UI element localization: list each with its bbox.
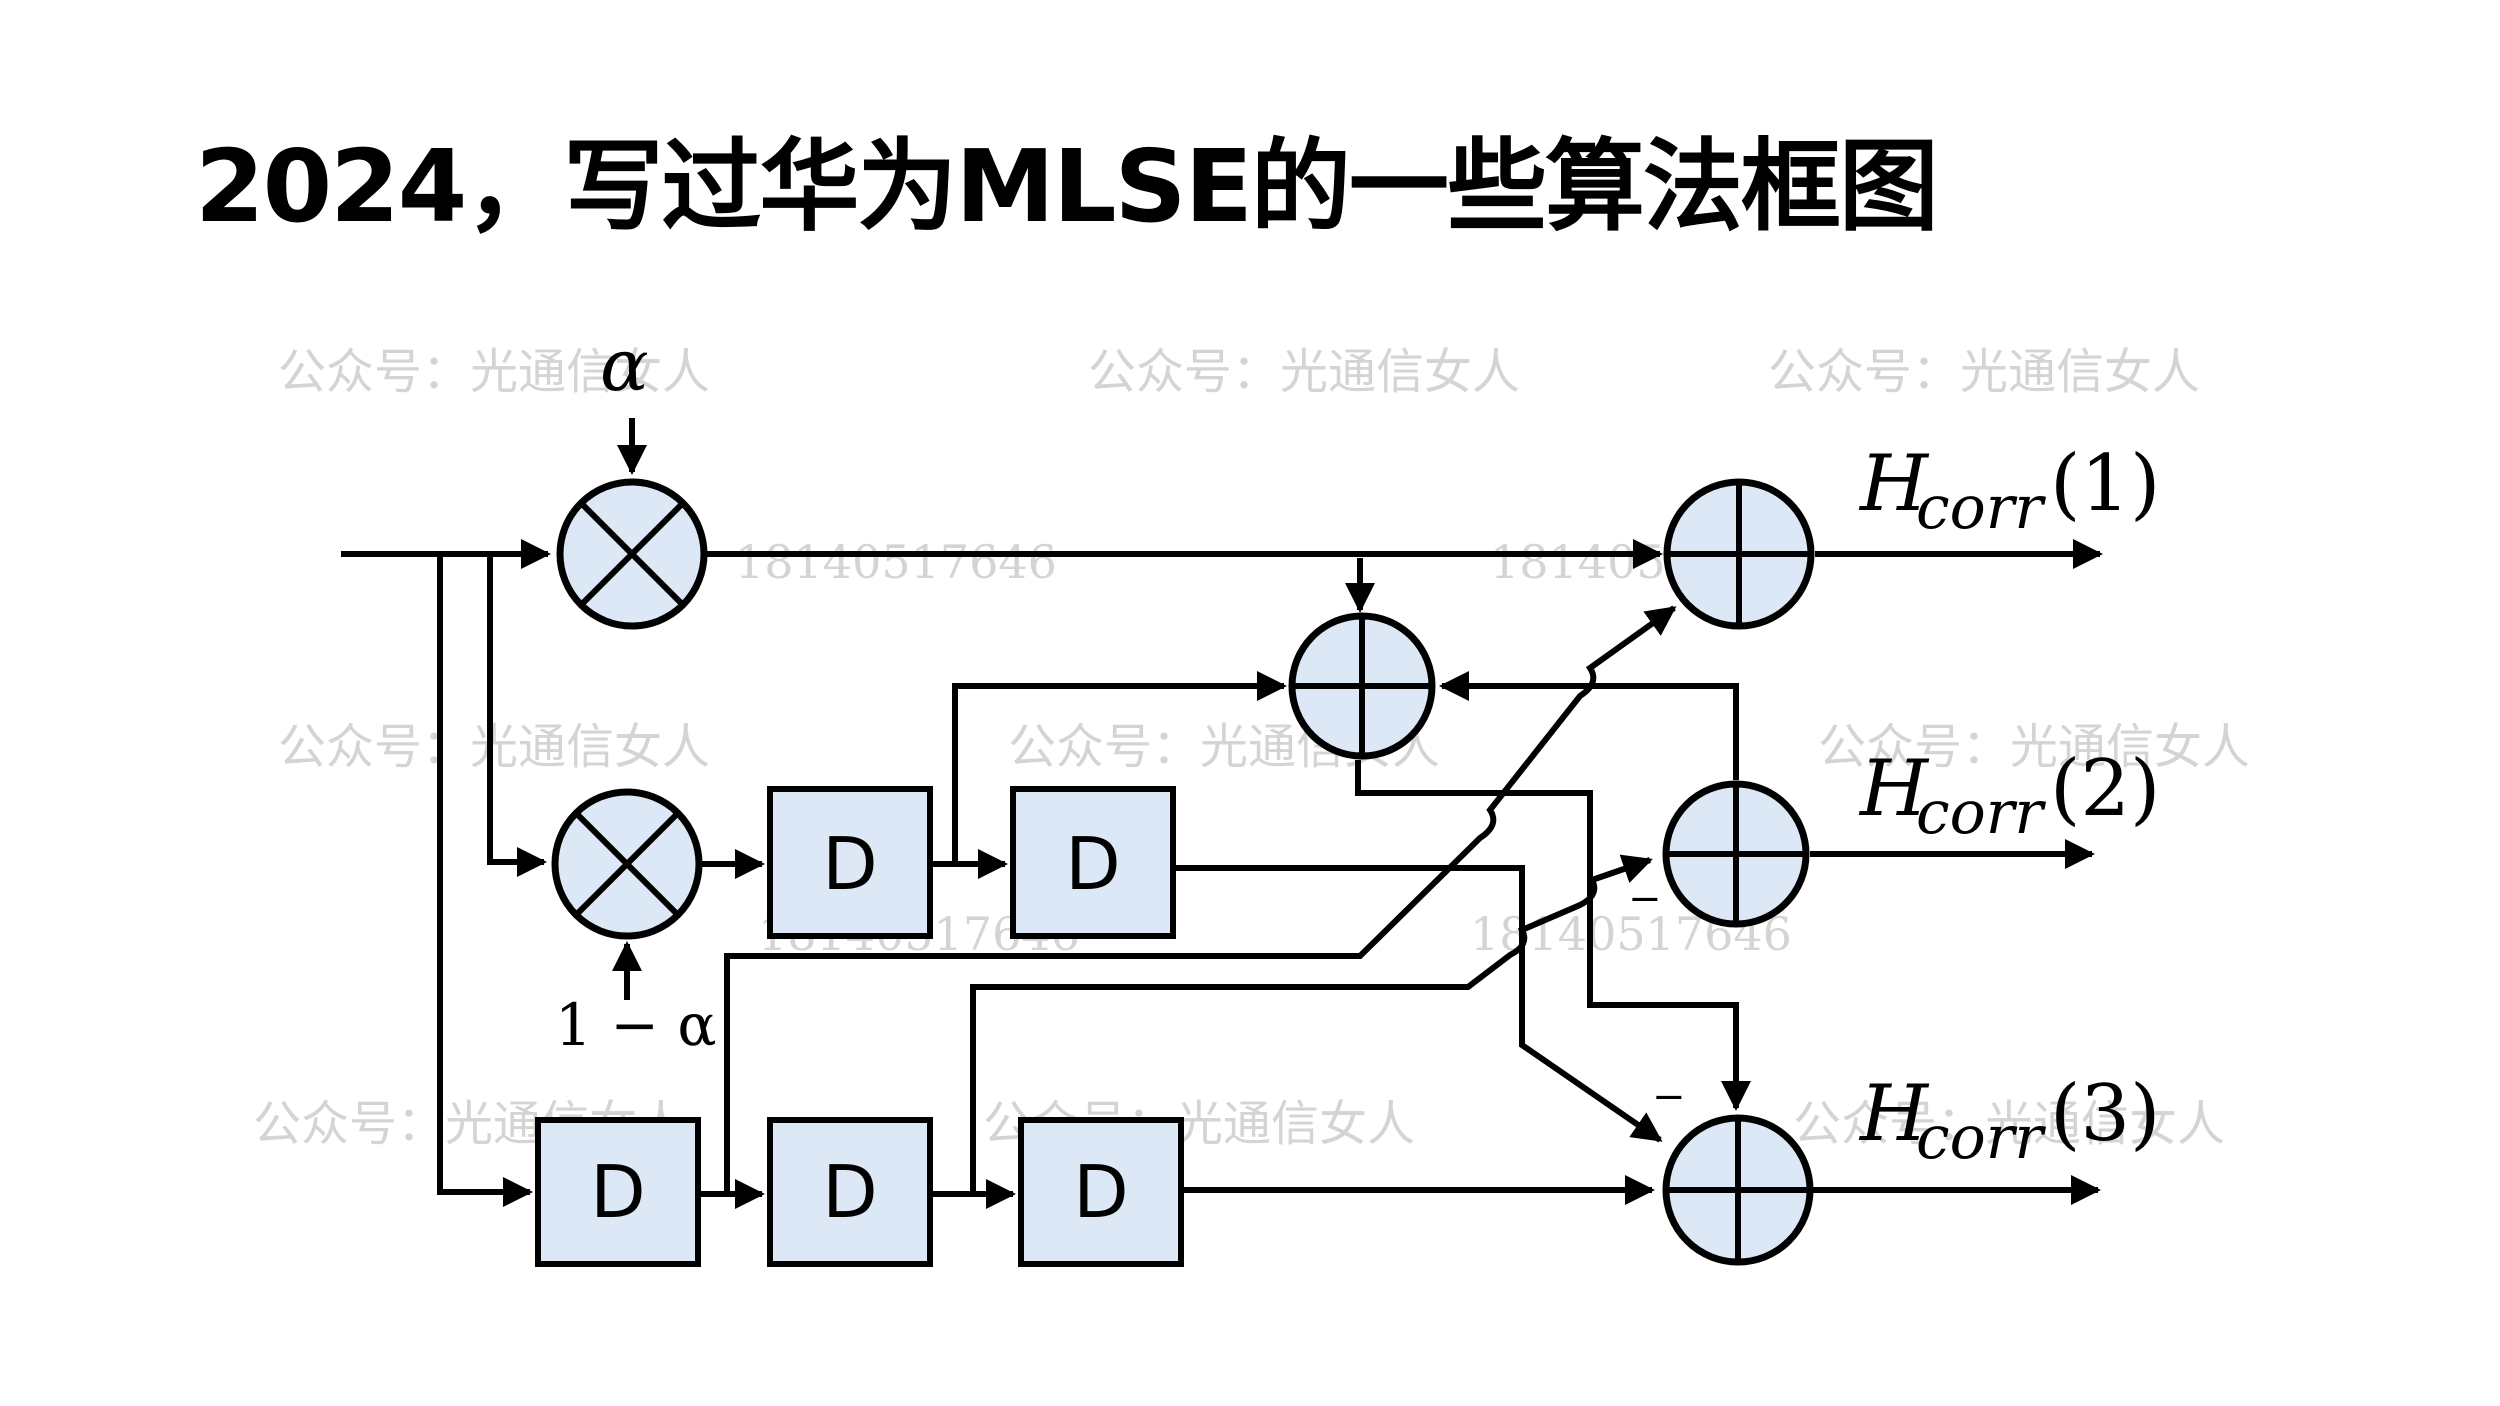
wire xyxy=(1439,671,1739,780)
delay-label: D xyxy=(1073,1150,1128,1234)
multiplier-one-minus-alpha xyxy=(551,788,703,940)
delay-label: D xyxy=(822,1150,877,1234)
watermarks: 公众号：光通信女人 公众号：光通信女人 公众号：光通信女人 公众号：光通信女人 … xyxy=(253,344,2250,1152)
delay-block: D xyxy=(767,1117,933,1267)
h-arg: (2) xyxy=(2050,744,2161,834)
delay-block: D xyxy=(767,786,933,939)
adder-output-3 xyxy=(1662,1114,1814,1266)
wire xyxy=(1173,865,1663,1143)
delay-block: D xyxy=(1018,1117,1184,1267)
watermark-number: 18140517646 xyxy=(735,535,1057,589)
watermark-text: 公众号：光通信女人 xyxy=(1818,719,2250,775)
delay-label: D xyxy=(1065,822,1120,906)
watermark-text: 公众号：光通信女人 xyxy=(1088,344,1520,400)
h-sub: corr xyxy=(1916,473,2046,543)
output-label-3: H corr (3) xyxy=(1858,1069,2161,1173)
output-label-1: H corr (1) xyxy=(1858,439,2161,543)
adder-middle xyxy=(1288,612,1436,760)
one-minus-alpha-label: 1 − α xyxy=(555,991,717,1059)
wires xyxy=(341,418,2103,1209)
multiplier-alpha xyxy=(556,478,708,630)
delay-block: D xyxy=(1010,786,1176,939)
adder-output-2 xyxy=(1662,780,1810,928)
watermark-text: 公众号：光通信女人 xyxy=(278,344,710,400)
output-label-2: H corr (2) xyxy=(1858,744,2161,848)
wire xyxy=(724,605,1677,1194)
watermark-text: 公众号：光通信女人 xyxy=(1793,1096,2225,1152)
delay-label: D xyxy=(822,822,877,906)
h-arg: (1) xyxy=(2050,439,2161,529)
branch-wire xyxy=(487,554,547,877)
delay-label: D xyxy=(590,1150,645,1234)
watermark-text: 公众号：光通信女人 xyxy=(1768,344,2200,400)
alpha-label: α xyxy=(600,323,649,407)
delay-block: D xyxy=(535,1117,701,1267)
branch-wire xyxy=(437,554,533,1207)
h-base: H xyxy=(1858,1069,1930,1159)
wire xyxy=(952,671,1287,864)
h-base: H xyxy=(1858,744,1930,834)
h-arg: (3) xyxy=(2050,1069,2161,1159)
adder-output-1 xyxy=(1663,478,1815,630)
h-sub: corr xyxy=(1916,778,2046,848)
page-title: 2024，写过华为MLSE的一些算法框图 xyxy=(195,128,1939,245)
wire xyxy=(970,854,1653,1194)
h-base: H xyxy=(1858,439,1930,529)
minus-sign: − xyxy=(1652,1074,1686,1120)
watermark-text: 公众号：光通信女人 xyxy=(278,719,710,775)
h-sub: corr xyxy=(1916,1103,2046,1173)
minus-sign: − xyxy=(1628,876,1662,922)
